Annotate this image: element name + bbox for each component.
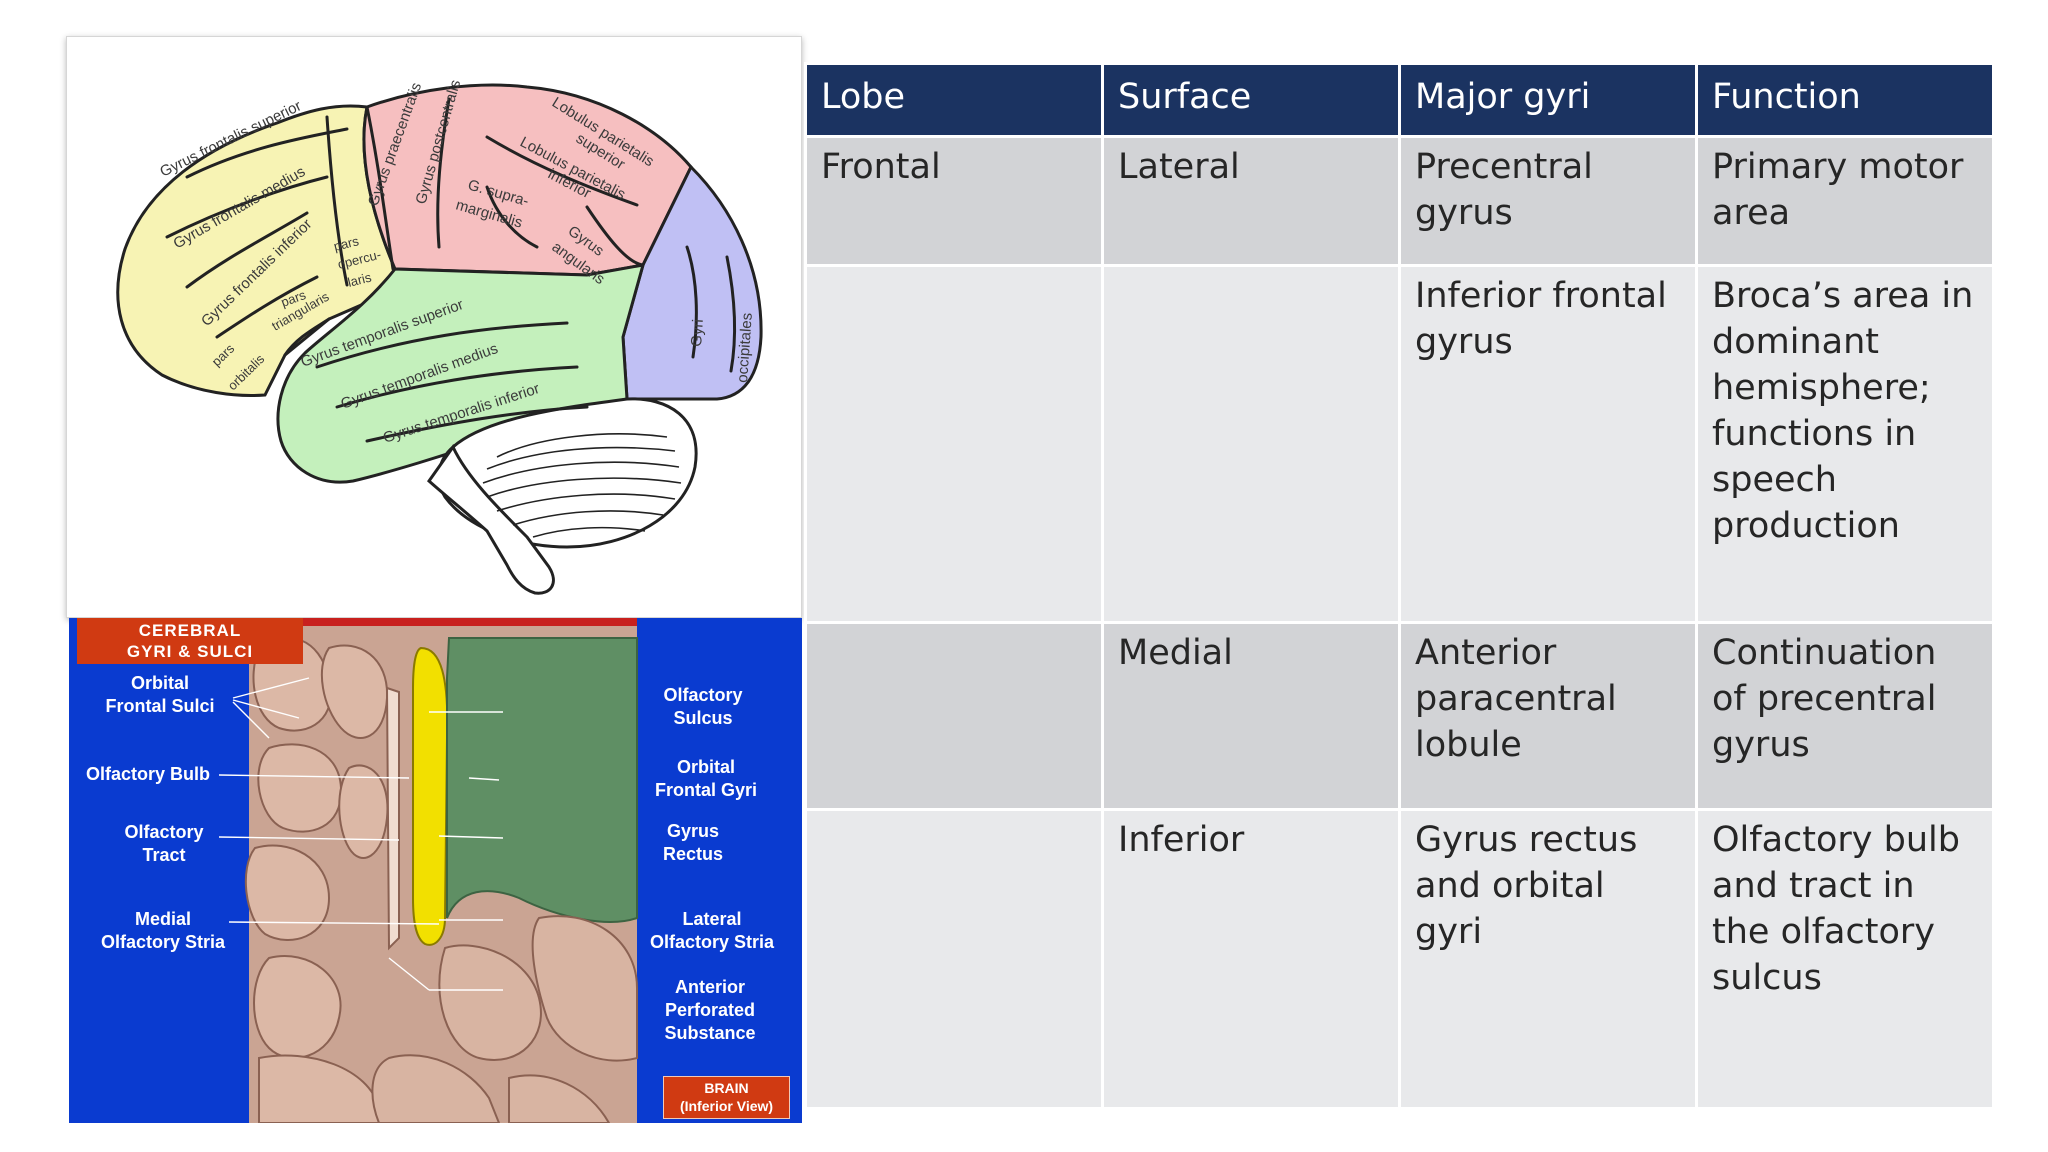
header-function: Function: [1695, 62, 1995, 138]
lateral-brain-diagram: Gyrus frontalis superior Gyrus frontalis…: [66, 36, 802, 618]
table-row: Inferior frontal gyrus Broca’s area in d…: [804, 264, 1995, 624]
inferior-brain-photo: CEREBRAL GYRI & SULCI Orbital Frontal Su…: [69, 618, 802, 1123]
label-orbital-frontal-gyri: Orbital Frontal Gyri: [654, 757, 757, 800]
label-olfactory-bulb: Olfactory Bulb: [85, 764, 210, 784]
label-opercularis-3: laris: [346, 269, 373, 289]
cell-major-gyri: Precentral gyrus: [1398, 135, 1698, 267]
label-orbital-frontal-sulci: Orbital Frontal Sulci: [105, 673, 215, 716]
cell-major-gyri: Anterior paracentral lobule: [1398, 621, 1698, 811]
cerebellum-region: [437, 397, 698, 549]
lateral-brain-svg: Gyrus frontalis superior Gyrus frontalis…: [116, 78, 763, 595]
cell-lobe: [804, 808, 1104, 1110]
cell-function: Olfactory bulb and tract in the olfactor…: [1695, 808, 1995, 1110]
header-surface: Surface: [1101, 62, 1401, 138]
label-lateral-olfactory-stria: Lateral Olfactory Stria: [649, 909, 775, 952]
table-row: Frontal Lateral Precentral gyrus Primary…: [804, 135, 1995, 267]
table-row: Inferior Gyrus rectus and orbital gyri O…: [804, 808, 1995, 1110]
parietal-lobe-region: [362, 83, 693, 277]
label-opercularis-1: pars: [332, 233, 361, 254]
table-row: Medial Anterior paracentral lobule Conti…: [804, 621, 1995, 811]
photo-corner-badge: BRAIN (Inferior View): [663, 1076, 790, 1119]
cell-function: Primary motor area: [1695, 135, 1995, 267]
cerebellum-folia: [482, 433, 682, 538]
cell-surface: Inferior: [1101, 808, 1401, 1110]
lobe-table: Lobe Surface Major gyri Function Frontal…: [804, 62, 1995, 1110]
table-header-row: Lobe Surface Major gyri Function: [804, 62, 1995, 138]
header-major-gyri: Major gyri: [1398, 62, 1698, 138]
cell-major-gyri: Inferior frontal gyrus: [1398, 264, 1698, 624]
header-lobe: Lobe: [804, 62, 1104, 138]
cell-function: Broca’s area in dominant hemisphere; fun…: [1695, 264, 1995, 624]
cell-lobe: Frontal: [804, 135, 1104, 267]
photo-title-text: CEREBRAL GYRI & SULCI: [126, 621, 254, 661]
cell-surface: Medial: [1101, 621, 1401, 811]
cell-lobe: [804, 621, 1104, 811]
cell-surface: [1101, 264, 1401, 624]
brainstem-region: [427, 444, 555, 595]
inferior-brain-illustration: [218, 618, 638, 1123]
label-anterior-perforated-substance: Anterior Perforated Substance: [664, 977, 756, 1043]
occipital-lobe-region: [621, 164, 763, 401]
label-occipitales: occipitales: [734, 312, 756, 383]
photo-title-badge: CEREBRAL GYRI & SULCI: [77, 618, 303, 664]
label-medial-olfactory-stria: Medial Olfactory Stria: [100, 909, 226, 952]
label-gyrus-rectus: Gyrus Rectus: [662, 821, 724, 864]
label-olfactory-tract: Olfactory Tract: [124, 822, 204, 865]
cell-function: Continuation of precentral gyrus: [1695, 621, 1995, 811]
label-olfactory-sulcus: Olfactory Sulcus: [663, 685, 743, 728]
cell-surface: Lateral: [1101, 135, 1401, 267]
sulci-lines: [165, 97, 736, 443]
cell-lobe: [804, 264, 1104, 624]
label-gyri: Gyri: [688, 319, 707, 348]
cell-major-gyri: Gyrus rectus and orbital gyri: [1398, 808, 1698, 1110]
